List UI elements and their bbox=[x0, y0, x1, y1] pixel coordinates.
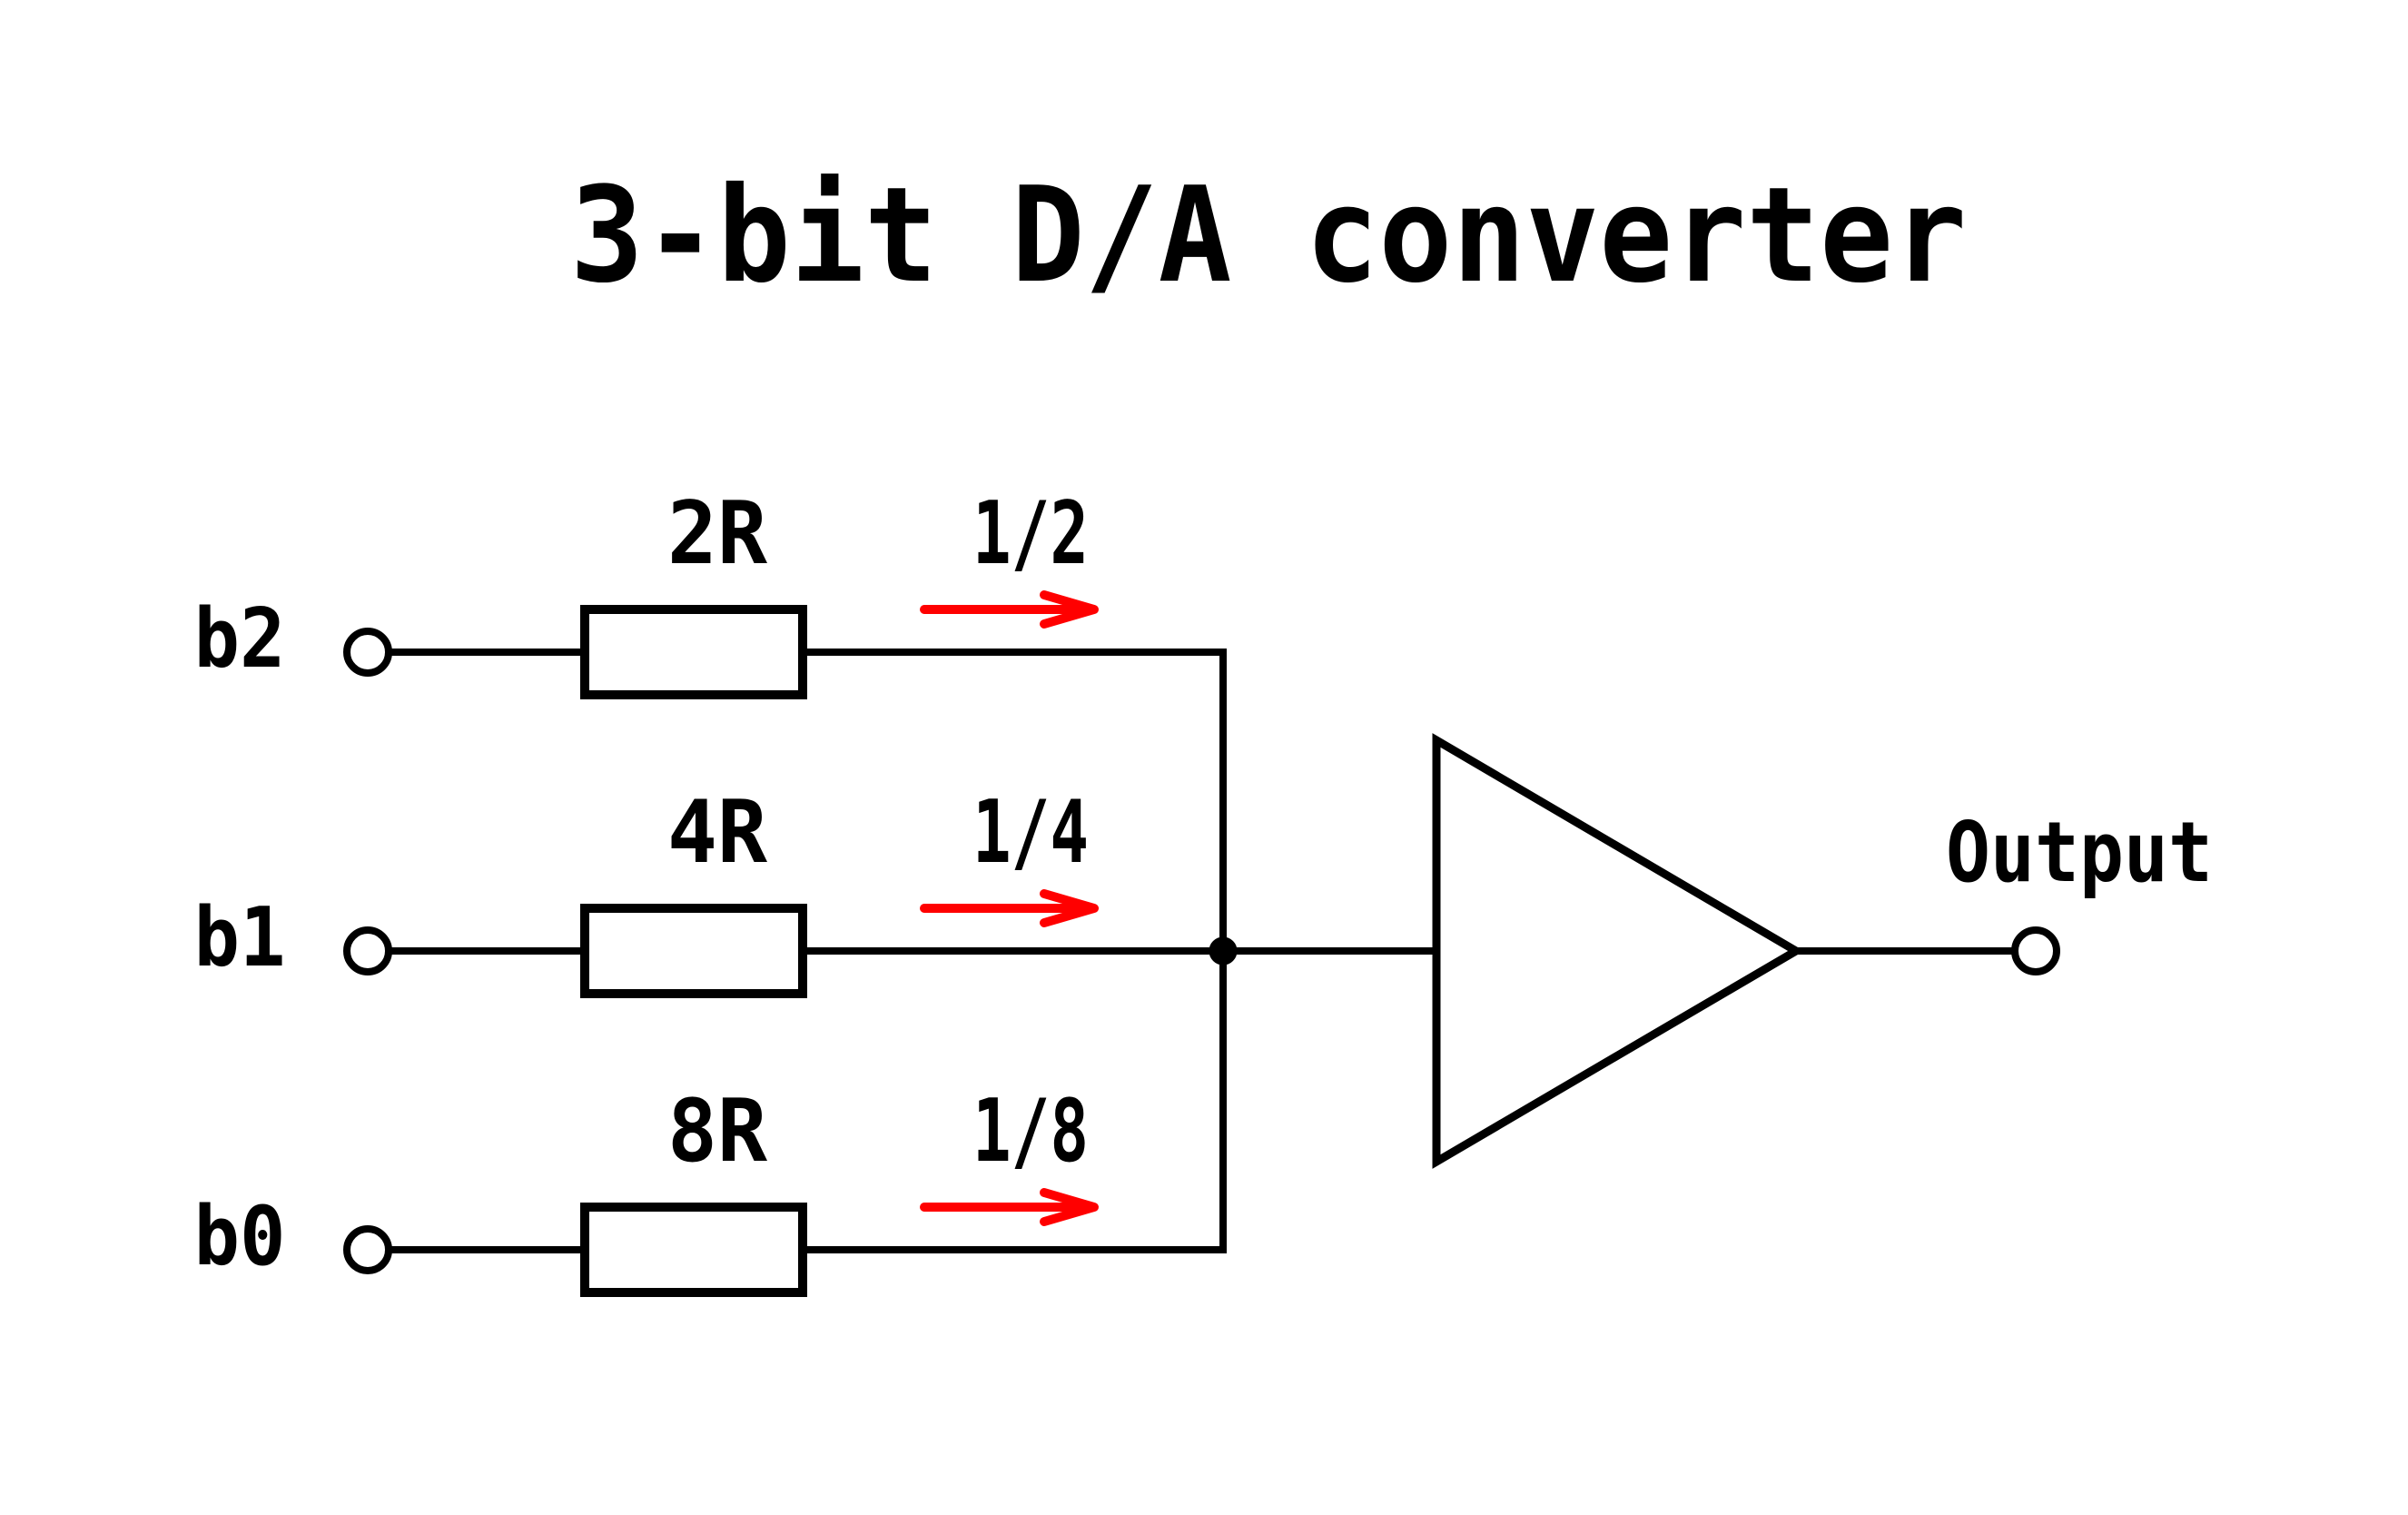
output-label: Output bbox=[1946, 804, 2213, 901]
resistor-label-2r: 2R bbox=[667, 484, 768, 584]
input-row-b0 bbox=[343, 951, 1227, 1297]
current-arrow-b0 bbox=[920, 1188, 1099, 1226]
input-label-b2: b2 bbox=[194, 591, 286, 687]
input-terminal-circle-b1 bbox=[343, 926, 392, 975]
output-terminal-circle bbox=[2011, 926, 2060, 975]
resistor-label-8r: 8R bbox=[667, 1082, 768, 1182]
resistor-box-2r bbox=[580, 605, 807, 699]
circuit-black-layer bbox=[343, 605, 2060, 1297]
input-label-b1: b1 bbox=[194, 890, 286, 985]
diagram-title: 3-bit D/A converter bbox=[570, 159, 1967, 312]
fraction-label-quarter: 1/4 bbox=[972, 783, 1089, 883]
arrow-head-icon bbox=[1040, 889, 1099, 927]
input-terminal-circle-b0 bbox=[343, 1225, 392, 1274]
resistor-label-4r: 4R bbox=[667, 783, 768, 883]
fraction-label-eighth: 1/8 bbox=[972, 1082, 1089, 1182]
fraction-label-half: 1/2 bbox=[972, 484, 1089, 584]
resistor-box-8r bbox=[580, 1203, 807, 1297]
current-arrow-b2 bbox=[920, 590, 1099, 629]
input-row-b2 bbox=[343, 605, 1227, 951]
labels-layer: b2 b1 b0 2R 4R 8R 1/2 1/4 1/8 Output bbox=[194, 484, 2214, 1284]
input-row-b1 bbox=[343, 904, 1436, 998]
input-label-b0: b0 bbox=[194, 1189, 286, 1284]
junction-dot bbox=[1209, 936, 1238, 965]
current-arrows-layer bbox=[920, 590, 1099, 1226]
resistor-box-4r bbox=[580, 904, 807, 998]
op-amp-triangle bbox=[1432, 733, 1804, 1169]
arrow-head-icon bbox=[1040, 590, 1099, 629]
current-arrow-b1 bbox=[920, 889, 1099, 927]
arrow-head-icon bbox=[1040, 1188, 1099, 1226]
input-terminal-circle-b2 bbox=[343, 628, 392, 677]
